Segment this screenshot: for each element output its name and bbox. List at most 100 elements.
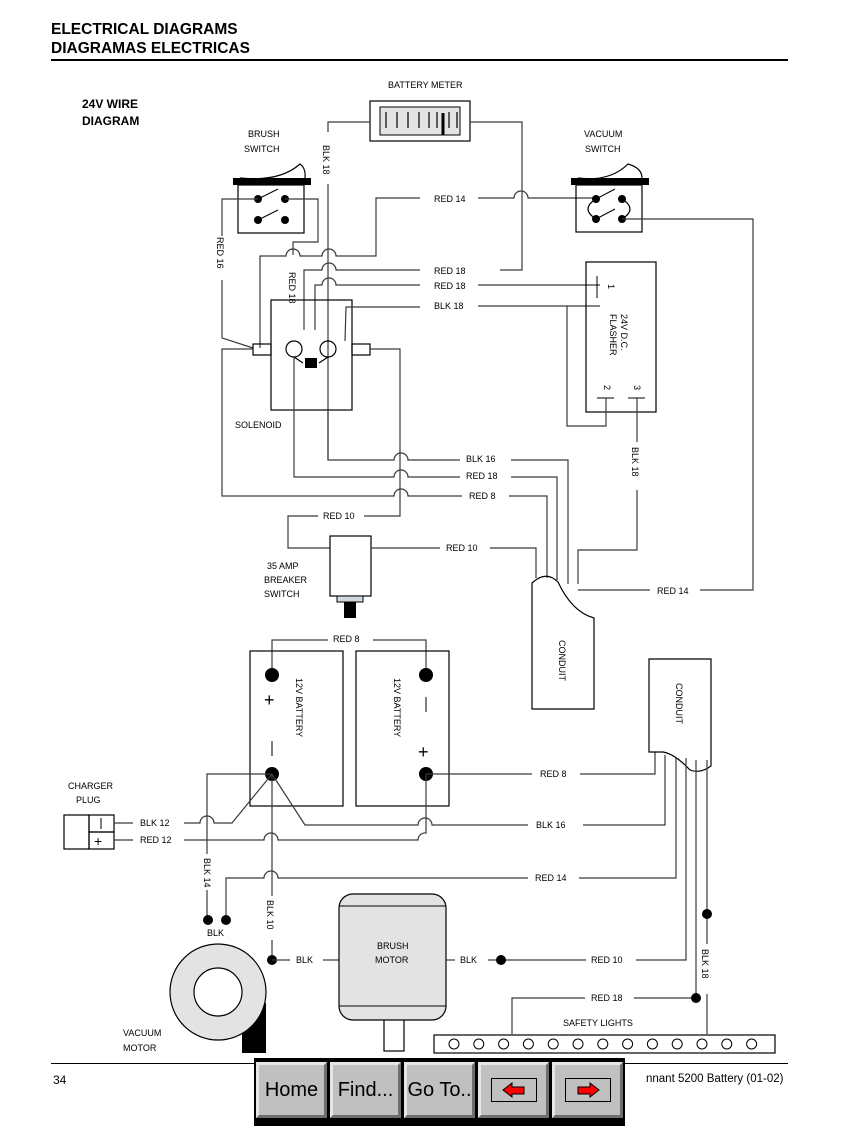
wire-label: RED 18: [466, 471, 498, 481]
breaker-label-2: BREAKER: [264, 575, 308, 585]
diagram-title-2: DIAGRAM: [82, 114, 139, 128]
battery-1-plus: +: [264, 690, 275, 710]
wire-label: BLK 16: [536, 820, 566, 830]
brush-motor-label-1: BRUSH: [377, 941, 409, 951]
breaker-switch: 35 AMP BREAKER SWITCH: [264, 535, 372, 618]
safety-light-bulb: [696, 1038, 708, 1050]
goto-button[interactable]: Go To..: [404, 1062, 475, 1118]
page-number: 34: [53, 1073, 67, 1087]
charger-plus: +: [94, 833, 102, 849]
wire-label: BLK 18: [434, 301, 464, 311]
conduit-label-2: CONDUIT: [674, 683, 684, 724]
brush-motor-label-2: MOTOR: [375, 955, 409, 965]
home-button[interactable]: Home: [256, 1062, 327, 1118]
find-button[interactable]: Find...: [330, 1062, 401, 1118]
wire-label: BLK: [207, 928, 224, 938]
previous-frame: [490, 1078, 537, 1102]
junction-dot: [496, 955, 506, 965]
breaker-label-3: SWITCH: [264, 589, 300, 599]
battery-2-label: 12V BATTERY: [392, 678, 402, 737]
wire-label: BLK 18: [700, 949, 710, 979]
wire-label: RED 10: [323, 511, 355, 521]
header-title-es: DIAGRAMAS ELECTRICAS: [51, 40, 250, 57]
junction-dot: [221, 915, 231, 925]
battery-2-plus: +: [418, 742, 429, 762]
safety-light-bulb: [547, 1038, 559, 1050]
flasher-label-2: FLASHER: [608, 314, 618, 356]
home-button-label: Home: [264, 1078, 319, 1101]
wire-label: RED 12: [140, 835, 172, 845]
previous-page-button[interactable]: [478, 1062, 549, 1118]
wire-label: RED 18: [591, 993, 623, 1003]
header-rule: [51, 59, 788, 61]
vacuum-motor: VACUUM MOTOR: [123, 943, 267, 1053]
junction-dot: [702, 909, 712, 919]
battery-1-label: 12V BATTERY: [294, 678, 304, 737]
safety-light-bulb: [498, 1038, 510, 1050]
flasher-label-1: 24V D.C.: [619, 314, 629, 351]
safety-light-bulb: [646, 1038, 658, 1050]
page-header: ELECTRICAL DIAGRAMS DIAGRAMAS ELECTRICAS: [51, 20, 250, 58]
wire-label: RED 18: [287, 272, 297, 304]
wire-label: BLK 16: [466, 454, 496, 464]
vacuum-switch-label-1: VACUUM: [584, 129, 622, 139]
safety-light-bulb: [572, 1038, 584, 1050]
safety-light-bulb: [671, 1038, 683, 1050]
flasher-pin-3: 3: [632, 385, 642, 390]
navigation-toolbar: Home Find... Go To..: [254, 1058, 625, 1126]
safety-lights: SAFETY LIGHTS: [433, 1018, 776, 1054]
wire-label: RED 8: [333, 634, 360, 644]
wire-label: RED 14: [434, 194, 466, 204]
junction-dot: [203, 915, 213, 925]
wire-label: BLK 10: [265, 900, 275, 930]
charger-label-1: CHARGER: [68, 781, 114, 791]
flasher-pin-1: 1: [606, 284, 616, 289]
wire-label: BLK: [296, 955, 313, 965]
wire-label: RED 18: [434, 266, 466, 276]
flasher-pin-2: 2: [602, 385, 612, 390]
brush-motor: BRUSH MOTOR: [338, 893, 447, 1052]
safety-light-bulb: [473, 1038, 485, 1050]
conduit-upper: CONDUIT: [531, 575, 595, 710]
left-arrow-icon: [501, 1082, 524, 1098]
vacuum-motor-label-2: MOTOR: [123, 1043, 157, 1053]
breaker-label-1: 35 AMP: [267, 561, 299, 571]
wire-label: RED 14: [535, 873, 567, 883]
right-arrow-icon: [577, 1082, 600, 1098]
goto-button-label: Go To..: [407, 1078, 472, 1101]
wire-label: BLK 12: [140, 818, 170, 828]
charger-label-2: PLUG: [76, 795, 101, 805]
safety-light-bulb: [622, 1038, 634, 1050]
vacuum-motor-label-1: VACUUM: [123, 1028, 161, 1038]
flasher: 1 24V D.C. FLASHER 2 3: [585, 261, 657, 413]
charger-plug: CHARGER PLUG +: [63, 781, 115, 850]
safety-light-bulb: [597, 1038, 609, 1050]
conduit-label: CONDUIT: [557, 640, 567, 681]
wire-label: RED 8: [540, 769, 567, 779]
solenoid-label: SOLENOID: [235, 420, 282, 430]
wire-label: RED 10: [591, 955, 623, 965]
wire-label: BLK 14: [202, 858, 212, 888]
safety-light-bulb: [522, 1038, 534, 1050]
safety-light-bulb: [746, 1038, 758, 1050]
brush-switch-label-2: SWITCH: [244, 144, 280, 154]
wire-label: RED 18: [434, 281, 466, 291]
wire-label: RED 14: [657, 586, 689, 596]
header-title-en: ELECTRICAL DIAGRAMS: [51, 21, 238, 38]
next-page-button[interactable]: [552, 1062, 623, 1118]
brush-switch-label-1: BRUSH: [248, 129, 280, 139]
safety-lights-label: SAFETY LIGHTS: [563, 1018, 633, 1028]
wire-label: BLK 18: [321, 145, 331, 175]
vacuum-switch: VACUUM SWITCH: [571, 129, 649, 233]
find-button-label: Find...: [337, 1078, 394, 1101]
next-frame: [564, 1078, 611, 1102]
conduit-lower: CONDUIT: [648, 658, 712, 772]
battery-meter-label: BATTERY METER: [388, 80, 463, 90]
battery-meter: BATTERY METER: [369, 80, 471, 142]
solenoid: SOLENOID: [235, 299, 371, 430]
vacuum-switch-label-2: SWITCH: [585, 144, 621, 154]
junction-dot: [691, 993, 701, 1003]
wire-label: BLK 18: [630, 447, 640, 477]
battery-1: + 12V BATTERY: [249, 650, 344, 807]
